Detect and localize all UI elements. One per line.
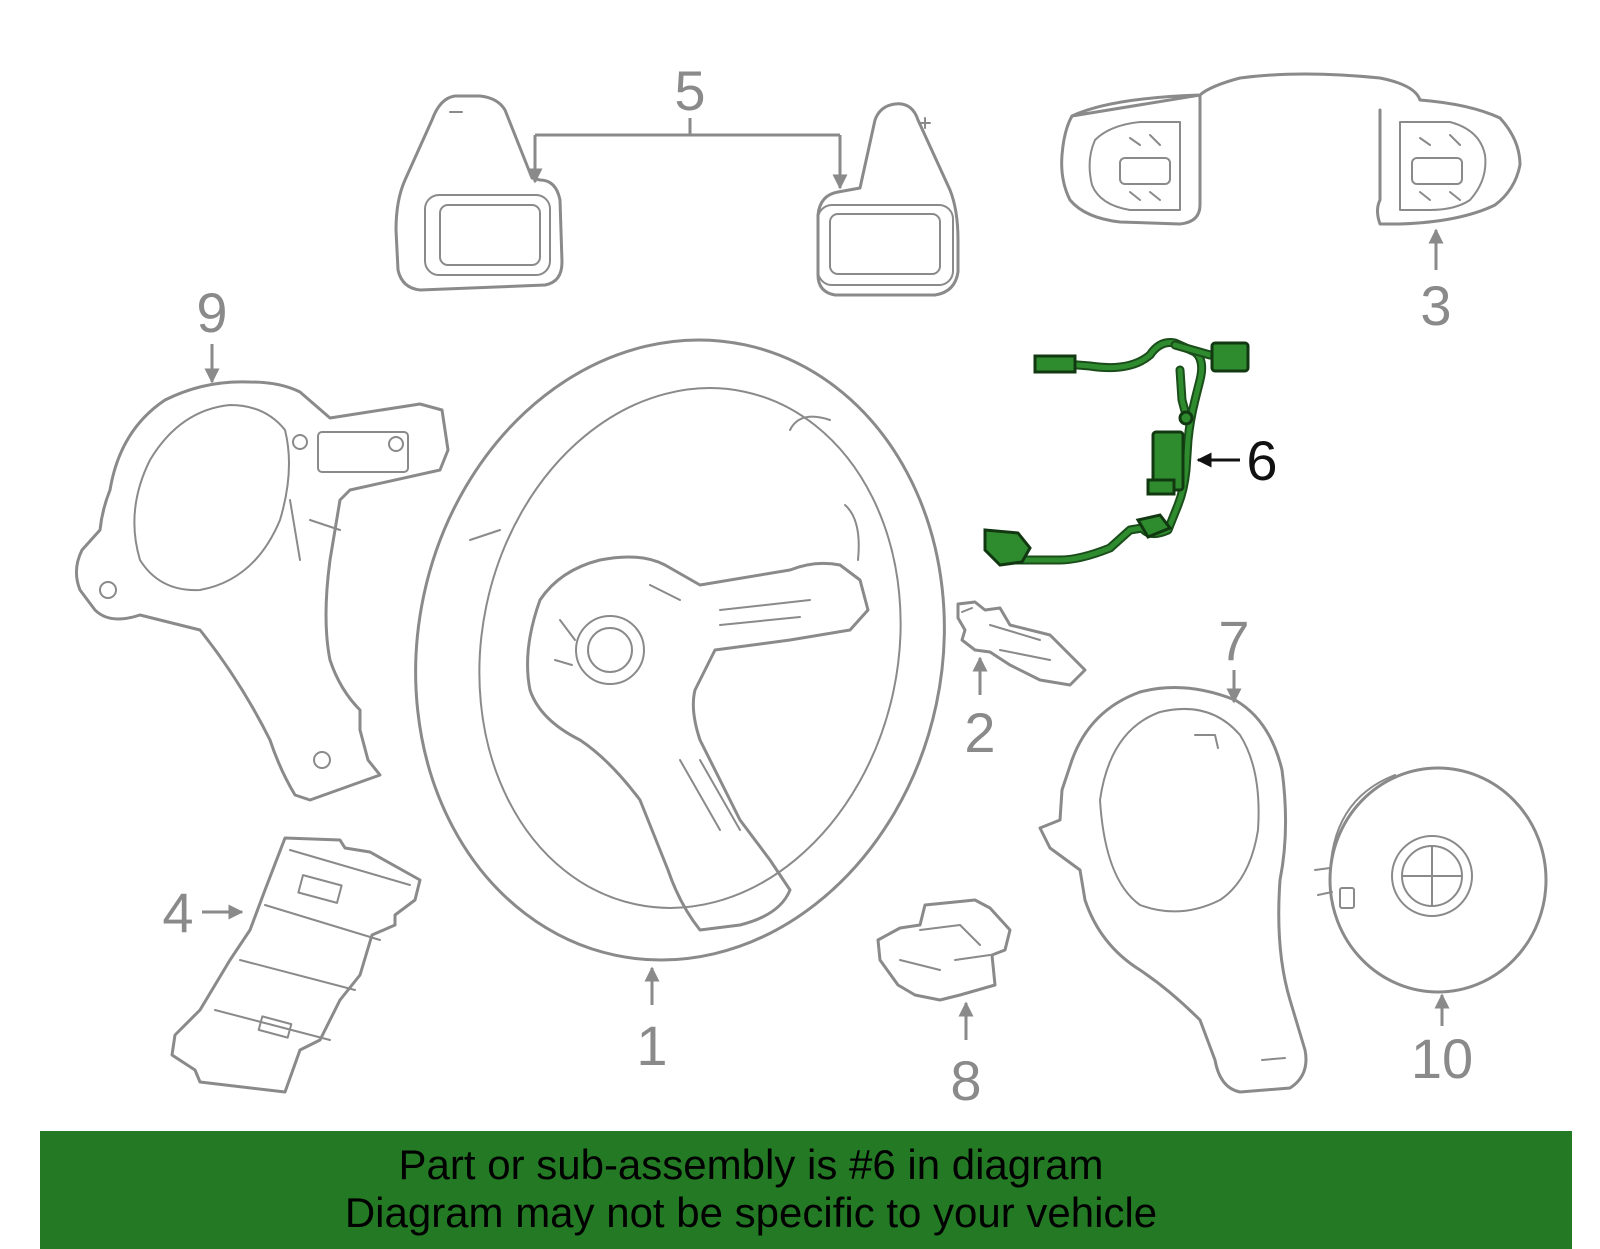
callout-number-1: 1 (636, 1014, 667, 1077)
part-7-trim-cover[interactable] (1038, 686, 1308, 1094)
info-banner: Part or sub-assembly is #6 in diagram Di… (40, 1131, 1572, 1249)
callout-8: 8 (950, 1001, 982, 1112)
callout-number-2: 2 (964, 701, 995, 764)
callout-number-7: 7 (1218, 609, 1249, 672)
part-2-connector[interactable] (956, 600, 1087, 687)
callout-6: 6 (1196, 429, 1278, 492)
callout-number-9: 9 (196, 281, 227, 344)
banner-line-part-number: Part or sub-assembly is #6 in diagram (398, 1141, 1104, 1188)
callout-number-4: 4 (162, 881, 193, 944)
callout-9: 9 (196, 281, 228, 384)
callout-2: 2 (964, 656, 996, 764)
part-4-control-module[interactable] (170, 836, 422, 1094)
callout-5: 5 (527, 59, 848, 190)
callout-4: 4 (162, 881, 244, 944)
callout-7: 7 (1218, 609, 1250, 704)
banner-line-disclaimer: Diagram may not be specific to your vehi… (344, 1189, 1158, 1236)
callout-10: 10 (1411, 993, 1473, 1090)
callout-number-10: 10 (1411, 1027, 1473, 1090)
part-5-paddle-shifters[interactable] (394, 94, 960, 297)
part-3-switch-bezel[interactable] (1060, 72, 1522, 226)
part-6-wiring-harness[interactable] (983, 338, 1250, 567)
callout-number-3: 3 (1420, 274, 1451, 337)
part-10-airbag-module[interactable] (1314, 766, 1548, 994)
callout-number-6: 6 (1246, 429, 1277, 492)
callout-3: 3 (1420, 228, 1452, 337)
callout-1: 1 (636, 966, 668, 1077)
callout-number-8: 8 (950, 1049, 981, 1112)
callout-number-5: 5 (674, 59, 705, 122)
part-1-steering-wheel[interactable] (359, 290, 1001, 1009)
part-8-bracket[interactable] (876, 898, 1012, 1002)
part-9-rear-cover[interactable] (75, 380, 450, 802)
